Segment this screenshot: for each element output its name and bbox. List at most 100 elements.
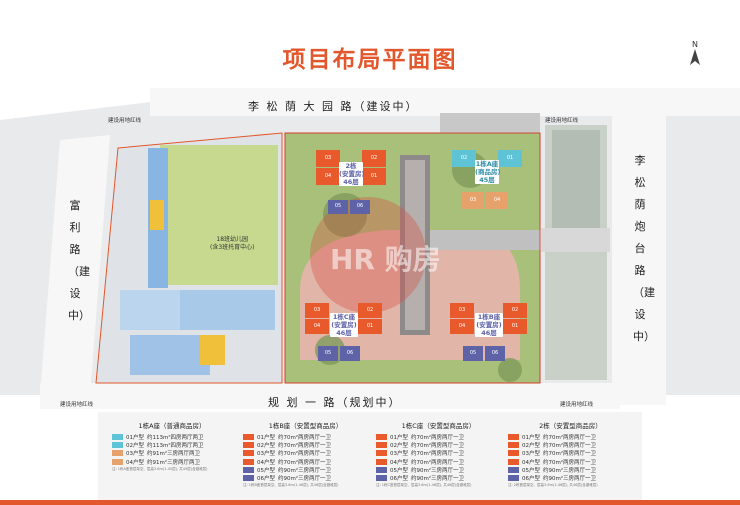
- legend-code: 02户型: [522, 443, 540, 450]
- building-2-label: 2栋 (安置房) 46层: [339, 162, 365, 186]
- legend-desc: 约70m²两房两厅一卫: [278, 443, 332, 450]
- legend-row: 05户型约90m²三房两厅一卫: [243, 466, 368, 474]
- unit-label: 03: [469, 197, 477, 203]
- legend-swatch: [508, 450, 519, 457]
- unit-label: 05: [324, 350, 332, 356]
- legend-swatch: [243, 442, 254, 449]
- road-left-char: 路: [69, 243, 81, 256]
- road-right-char: 设: [634, 308, 646, 321]
- legend-desc: 约70m²两房两厅一卫: [543, 459, 597, 466]
- unit-label: 01: [506, 155, 514, 161]
- road-right-char: 中）: [633, 330, 655, 343]
- unit-label: 04: [313, 323, 321, 329]
- building-1a-label: 1栋A座 (商品房) 45层: [475, 160, 501, 184]
- legend-2: 2栋（安置型商品房） 01户型约70m²两房两厅一卫 02户型约70m²两房两厅…: [508, 420, 633, 500]
- legend-row: 02户型约70m²两房两厅一卫: [376, 441, 501, 449]
- legend-desc: 约70m²两房两厅一卫: [411, 443, 465, 450]
- legend-row: 06户型约90m²三房两厅一卫: [243, 474, 368, 482]
- legend-code: 06户型: [390, 476, 408, 483]
- legend-code: 06户型: [257, 476, 275, 483]
- legend-desc: 约70m²两房两厅一卫: [411, 451, 465, 458]
- legend-swatch: [508, 466, 519, 473]
- legend-code: 01户型: [257, 435, 275, 442]
- legend-row: 04户型约70m²两房两厅一卫: [376, 458, 501, 466]
- unit-label: 04: [493, 197, 501, 203]
- unit-label: 03: [324, 155, 332, 161]
- legend-1b: 1栋B座（安置型商品房） 01户型约70m²两房两厅一卫 02户型约70m²两房…: [243, 420, 368, 500]
- legend-row: 06户型约90m²三房两厅一卫: [376, 474, 501, 482]
- unit-label: 01: [370, 173, 378, 179]
- road-left-char: （建: [68, 265, 90, 278]
- legend-row: 01户型约70m²两房两厅一卫: [508, 433, 633, 441]
- legend-code: 05户型: [522, 467, 540, 474]
- unit-label: 01: [366, 323, 374, 329]
- unit-label: 06: [356, 203, 364, 209]
- legend-swatch: [508, 475, 519, 482]
- legend-swatch: [243, 466, 254, 473]
- watermark: HR 购房: [330, 243, 441, 276]
- road-left-char: 中）: [68, 309, 90, 322]
- legend-note: 注: 2栋首层架空、层高3.6m(1-46层), 共46层(含避难层): [508, 483, 598, 488]
- legend-desc: 约90m²三房两厅一卫: [411, 476, 465, 483]
- legend-note: 注: 1栋B座首层架空、层高3.6m(1-46层), 共46层(含避难层): [243, 483, 339, 488]
- legend-desc: 约91m²三房两厅两卫: [147, 459, 201, 466]
- legend-note: 注: 1栋A座首层架空、层高3.6m(1-45层), 共45层(含避难层): [112, 466, 208, 471]
- legend-code: 04户型: [126, 459, 144, 466]
- legend-swatch: [243, 434, 254, 441]
- legend-desc: 约70m²两房两厅一卫: [543, 443, 597, 450]
- unit-label: 04: [458, 323, 466, 329]
- legend-swatch: [376, 458, 387, 465]
- north-arrow-icon: N: [684, 40, 706, 71]
- legend-desc: 约90m²三房两厅一卫: [278, 476, 332, 483]
- road-right: 李 松 荫 炮 台 路 （建 设 中）: [633, 150, 655, 348]
- unit-label: 06: [491, 350, 499, 356]
- legend-title: 2栋（安置型商品房）: [539, 422, 602, 430]
- legend-title: 1栋C座（安置型商品房）: [401, 422, 476, 430]
- legend-desc: 约70m²两房两厅一卫: [278, 435, 332, 442]
- road-right-char: 松: [634, 176, 646, 189]
- road-right-char: 炮: [634, 220, 646, 233]
- road-right-char: 荫: [634, 198, 646, 211]
- legend-desc: 约70m²两房两厅一卫: [543, 435, 597, 442]
- road-left-char: 利: [69, 221, 81, 234]
- legend-desc: 约90m²三房两厅一卫: [278, 467, 332, 474]
- legend-code: 01户型: [390, 435, 408, 442]
- road-left-char: 富: [69, 199, 81, 212]
- legend-title: 1栋B座（安置型商品房）: [268, 422, 343, 430]
- legend-title: 1栋A座（普通商品房）: [138, 422, 206, 430]
- legend-swatch: [508, 434, 519, 441]
- legend-1c: 1栋C座（安置型商品房） 01户型约70m²两房两厅一卫 02户型约70m²两房…: [376, 420, 501, 500]
- legend-swatch: [112, 450, 123, 457]
- page-title: 项目布局平面图: [282, 47, 458, 73]
- legend-desc: 约90m²三房两厅一卫: [543, 476, 597, 483]
- legend-code: 04户型: [257, 459, 275, 466]
- unit-label: 03: [458, 307, 466, 313]
- unit-label: 02: [366, 307, 374, 313]
- legend-row: 03户型约70m²两房两厅一卫: [376, 449, 501, 457]
- legend-row: 03户型约91m²三房两厅两卫: [112, 449, 232, 457]
- unit-label: 03: [313, 307, 321, 313]
- legend-desc: 约90m²三房两厅一卫: [543, 467, 597, 474]
- unit-label: 04: [324, 173, 332, 179]
- legend-desc: 约90m²三房两厅一卫: [411, 467, 465, 474]
- legend-code: 04户型: [522, 459, 540, 466]
- legend-code: 04户型: [390, 459, 408, 466]
- legend-swatch: [243, 458, 254, 465]
- legend-code: 03户型: [522, 451, 540, 458]
- legend-row: 04户型约91m²三房两厅两卫: [112, 458, 232, 466]
- north-label: N: [692, 40, 698, 49]
- road-right-char: 台: [634, 242, 646, 255]
- legend-desc: 约70m²两房两厅一卫: [278, 459, 332, 466]
- legend-note: 注: 1栋C座首层架空、层高3.6m(1-46层), 共46层(含避难层): [376, 483, 472, 488]
- legend-code: 02户型: [257, 443, 275, 450]
- legend-swatch: [112, 434, 123, 441]
- legend-code: 02户型: [390, 443, 408, 450]
- legend-desc: 约70m²两房两厅一卫: [411, 435, 465, 442]
- legend-row: 05户型约90m²三房两厅一卫: [508, 466, 633, 474]
- redline-label: 建设用地红线: [545, 118, 579, 124]
- building-1b-label: 1栋B座 (安置房) 46层: [475, 313, 503, 337]
- redline-label: 建设用地红线: [108, 118, 142, 124]
- legend-swatch: [376, 466, 387, 473]
- legend-swatch: [376, 475, 387, 482]
- legend-code: 05户型: [257, 467, 275, 474]
